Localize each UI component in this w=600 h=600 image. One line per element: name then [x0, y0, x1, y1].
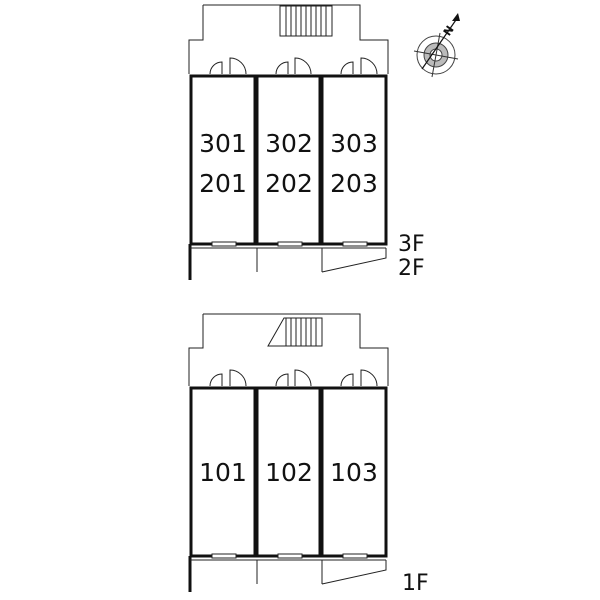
- floor-label-3f: 3F: [398, 232, 425, 257]
- compass-icon: N: [413, 13, 460, 78]
- unit-201-label: 201: [199, 169, 247, 198]
- unit-102-label: 102: [265, 458, 313, 487]
- upper-outline: [188, 4, 389, 74]
- upper-doors: [209, 57, 378, 75]
- lower-windows: [211, 553, 368, 559]
- lower-balcony: [190, 559, 387, 585]
- upper-balcony: [190, 247, 387, 273]
- unit-101-label: 101: [199, 458, 247, 487]
- floor-label-1f: 1F: [402, 571, 429, 596]
- lower-unit-walls: [188, 386, 388, 592]
- lower-floor-plan: 101 102 103 1F: [188, 313, 429, 596]
- upper-windows: [211, 241, 368, 247]
- unit-303-label: 303: [330, 129, 378, 158]
- unit-103-label: 103: [330, 458, 378, 487]
- floor-label-2f: 2F: [398, 256, 425, 281]
- lower-stairs: [267, 317, 323, 347]
- upper-stairs: [279, 5, 333, 37]
- upper-floor-plan: 301 201 302 202 303 203 3F 2F: [188, 4, 425, 281]
- unit-202-label: 202: [265, 169, 313, 198]
- unit-302-label: 302: [265, 129, 313, 158]
- unit-301-label: 301: [199, 129, 247, 158]
- lower-outline: [188, 313, 389, 386]
- compass-north-label: N: [441, 23, 457, 38]
- unit-203-label: 203: [330, 169, 378, 198]
- lower-doors: [209, 369, 378, 387]
